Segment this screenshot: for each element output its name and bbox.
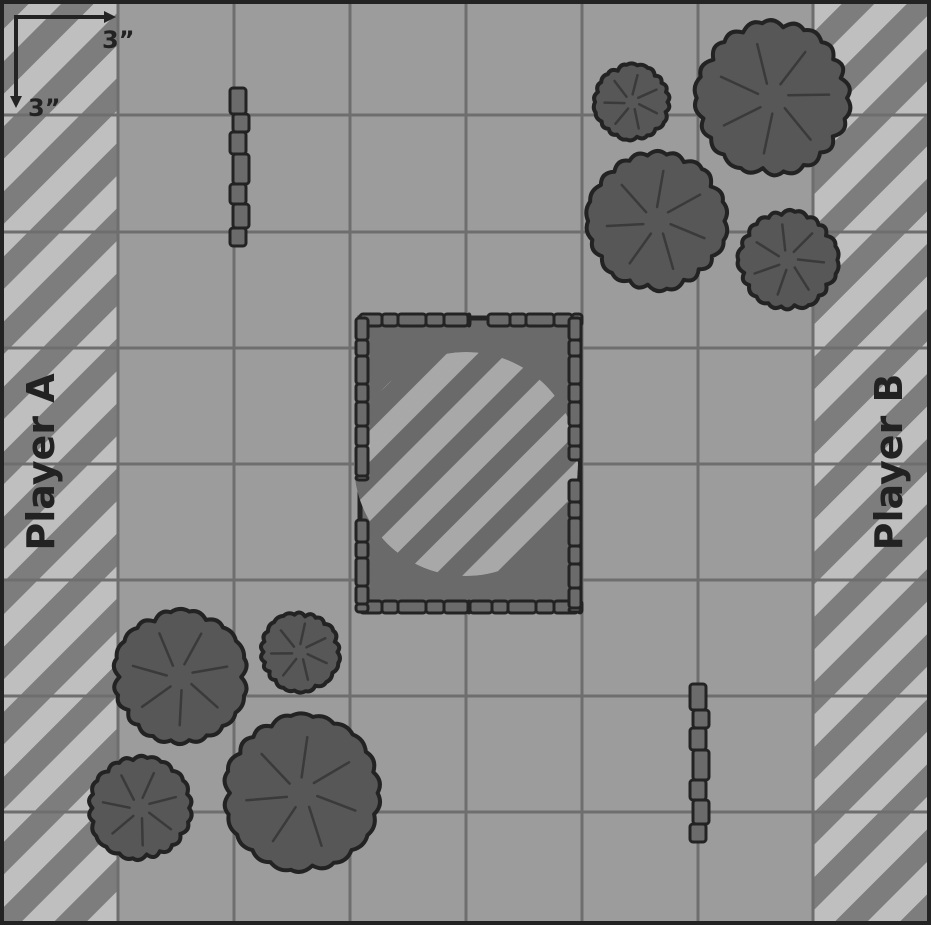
tree-icon [594,63,670,140]
tree-icon [695,20,851,175]
tree-icon [89,756,192,860]
objective-marker-icon [354,352,578,576]
tree-icon [738,210,839,309]
ruin-icon [354,314,582,613]
tree-icon [586,151,727,291]
zone-label-player-a: Player A [19,373,63,551]
stone-wall-icon [230,88,249,246]
tree-icon [225,713,380,872]
tree-icon [114,609,247,744]
tree-icon [261,613,340,693]
zone-label-player-b: Player B [867,374,911,551]
stone-wall-icon [690,684,709,842]
scale-vertical-label: 3” [28,94,60,122]
scale-horizontal-label: 3” [102,26,134,54]
